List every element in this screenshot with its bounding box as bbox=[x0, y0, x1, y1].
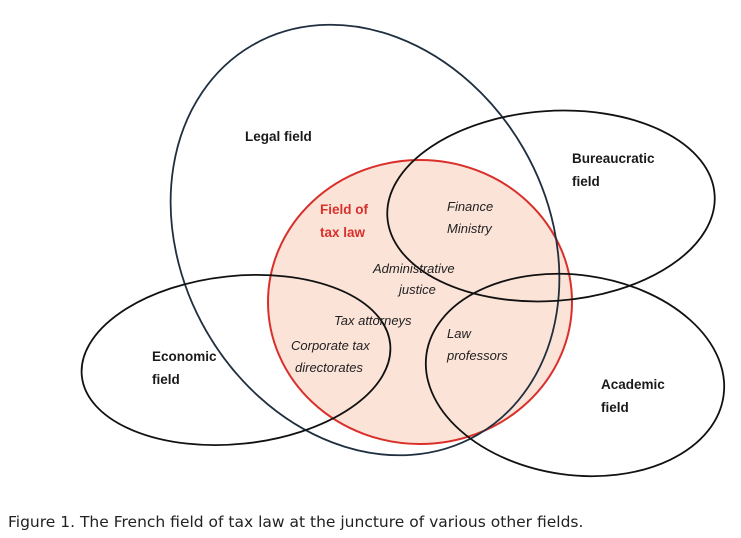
economic-field-label-line2: field bbox=[152, 372, 180, 387]
finance-ministry-label-line2: Ministry bbox=[447, 221, 493, 236]
tax-attorneys-label: Tax attorneys bbox=[334, 313, 412, 328]
bureaucratic-field-label-line1: Bureaucratic bbox=[572, 151, 655, 166]
legal-field-label: Legal field bbox=[245, 129, 312, 144]
legal-field-shape bbox=[169, 23, 561, 457]
law-professors-label-line2: professors bbox=[446, 348, 508, 363]
academic-field-label-line1: Academic bbox=[601, 377, 665, 392]
tax-law-field-shape bbox=[267, 159, 573, 445]
bureaucratic-field-label-line2: field bbox=[572, 174, 600, 189]
corporate-tax-directorates-label-line1: Corporate tax bbox=[291, 338, 370, 353]
law-professors-label-line1: Law bbox=[447, 326, 472, 341]
finance-ministry-label-line1: Finance bbox=[447, 199, 493, 214]
economic-field-label-line1: Economic bbox=[152, 349, 217, 364]
figure-caption: Figure 1. The French field of tax law at… bbox=[8, 513, 583, 531]
academic-field-label-line2: field bbox=[601, 400, 629, 415]
economic-field-shape bbox=[80, 274, 392, 446]
academic-field-shape bbox=[424, 272, 726, 478]
bureaucratic-field-shape bbox=[386, 109, 716, 303]
tax-law-field-label-line1: Field of bbox=[320, 202, 368, 217]
corporate-tax-directorates-label-line2: directorates bbox=[295, 360, 363, 375]
administrative-justice-label-line1: Administrative bbox=[372, 261, 455, 276]
tax-law-field-label-line2: tax law bbox=[320, 225, 366, 240]
administrative-justice-label-line2: justice bbox=[397, 282, 436, 297]
